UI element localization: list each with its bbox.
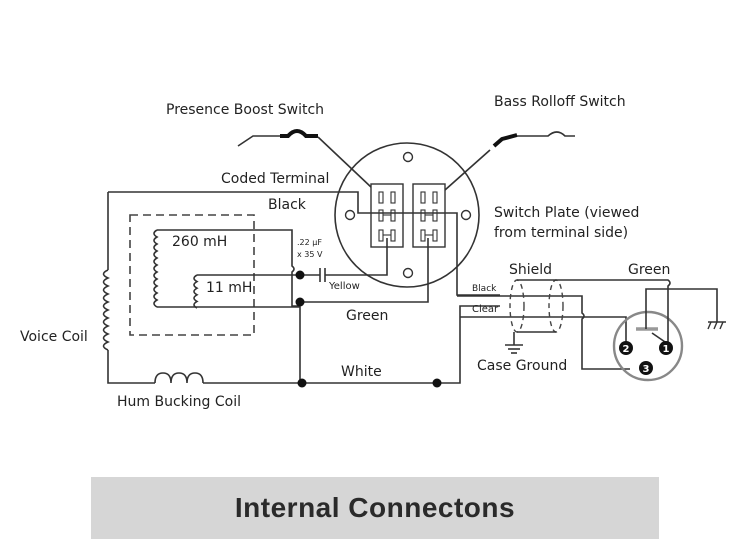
inductor-11mh-label: 11 mH — [206, 280, 252, 296]
xlr-connector — [612, 310, 684, 382]
earth-ground-icon — [707, 321, 726, 330]
shield-green-wire — [517, 279, 671, 296]
inductor-260mh-icon — [153, 229, 159, 308]
green-wire — [300, 238, 429, 303]
black-wire-label: Black — [268, 197, 307, 213]
case-ground-label: Case Ground — [477, 358, 567, 374]
xlr-pin-3: 3 — [639, 361, 653, 375]
shield-ellipse-right — [548, 279, 564, 333]
capacitor-voltage-label: x 35 V — [297, 250, 323, 259]
capacitor-icon — [319, 268, 326, 282]
xlr-pin-1: 1 — [659, 341, 673, 355]
black-wire — [108, 191, 500, 296]
switch-plate-label-line2: from terminal side) — [494, 225, 628, 241]
clear-lead — [460, 316, 627, 342]
junction-dot — [297, 378, 307, 388]
hum-bucking-coil-label: Hum Bucking Coil — [117, 394, 241, 410]
coded-terminal-label: Coded Terminal — [221, 171, 329, 187]
mounting-hole-left — [344, 209, 356, 221]
junction-dot — [295, 270, 305, 280]
white-wire — [203, 305, 500, 384]
bass-rolloff-switch-label: Bass Rolloff Switch — [494, 94, 626, 110]
voice-coil-label: Voice Coil — [20, 329, 88, 345]
capacitor-value-label: .22 µF — [297, 238, 322, 247]
mounting-hole-bottom — [402, 267, 414, 279]
mounting-hole-top — [402, 151, 414, 163]
black-lead — [457, 295, 630, 370]
switch-plate-label-line1: Switch Plate (viewed — [494, 205, 639, 221]
xlr-pin-2-label: 2 — [623, 344, 630, 355]
presence-boost-switch-label: Presence Boost Switch — [166, 102, 324, 118]
caption-bar: Internal Connectons — [91, 477, 659, 539]
case-ground-icon — [505, 332, 523, 354]
xlr-pin-1-label: 1 — [663, 344, 670, 355]
xlr-pin-2: 2 — [619, 341, 633, 355]
inductor-11mh-icon — [193, 274, 199, 309]
green-shield-label: Green — [628, 262, 670, 278]
bass-rolloff-switch-icon — [444, 131, 575, 191]
xlr-pin-3-label: 3 — [643, 364, 650, 375]
voice-coil-icon — [102, 269, 110, 351]
presence-boost-switch-icon — [237, 129, 373, 189]
shield-ellipse-left — [509, 279, 525, 333]
yellow-wire — [325, 238, 388, 276]
hum-bucking-coil-icon — [154, 372, 204, 384]
caption-title: Internal Connectons — [234, 492, 516, 523]
inductor-260mh-label: 260 mH — [172, 234, 227, 250]
junction-dot — [432, 378, 442, 388]
shield-label: Shield — [509, 262, 552, 278]
green-wire-label: Green — [346, 308, 388, 324]
white-wire-label: White — [341, 364, 382, 380]
mounting-hole-right — [460, 209, 472, 221]
junction-dot — [295, 297, 305, 307]
wiring-diagram: Presence Boost Switch Bass Rolloff Switc… — [20, 94, 726, 410]
clear-lead-label: Clear — [472, 304, 499, 315]
black-lead-label: Black — [472, 284, 497, 294]
switch-plate — [334, 142, 480, 288]
yellow-wire-label: Yellow — [328, 281, 360, 292]
